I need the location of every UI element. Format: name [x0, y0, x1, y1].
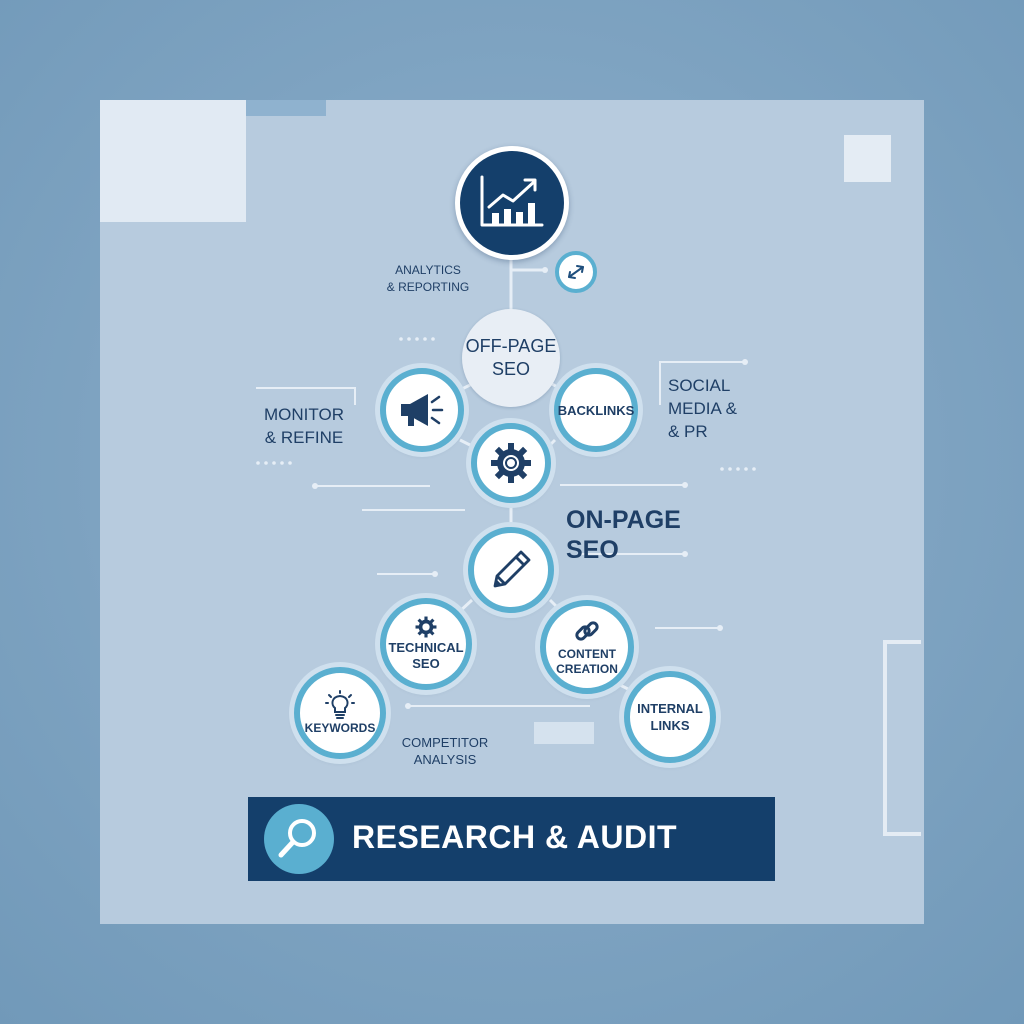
off-page-seo-node[interactable]: OFF-PAGE SEO	[462, 309, 560, 407]
keywords-label: KEYWORDS	[304, 721, 376, 735]
deco-bracket-right	[883, 640, 921, 836]
deco-square-top-right	[844, 135, 891, 182]
megaphone-node[interactable]	[380, 368, 464, 452]
magnifier-icon	[278, 819, 316, 858]
deco-rect-middle	[534, 722, 594, 744]
backlinks-label: BACKLINKS	[557, 402, 635, 418]
research-audit-banner[interactable]: RESEARCH & AUDIT	[248, 797, 775, 881]
competitor-analysis-label: COMPETITOR ANALYSIS	[401, 735, 489, 767]
social-media-pr-label: SOCIAL MEDIA & & PR	[668, 376, 737, 441]
monitor-refine-label: MONITOR & REFINE	[264, 405, 344, 447]
megaphone-icon	[401, 394, 444, 426]
content-creation-node[interactable]: CONTENT CREATION	[540, 600, 634, 694]
lightbulb-icon	[325, 690, 355, 719]
chain-link-icon	[575, 621, 599, 641]
analytics-reporting-label: ANALYTICS & REPORTING	[386, 263, 470, 294]
analytics-node[interactable]	[455, 146, 569, 260]
link-arrows-icon	[568, 265, 584, 279]
deco-square-top-left	[100, 100, 246, 222]
content-creation-label: CONTENT CREATION	[556, 647, 618, 676]
technical-gear-icon	[415, 616, 437, 638]
growth-chart-icon	[480, 175, 544, 227]
backlinks-node[interactable]: BACKLINKS	[554, 368, 638, 452]
off-page-seo-label: OFF-PAGE SEO	[465, 336, 557, 379]
research-audit-title: RESEARCH & AUDIT	[352, 819, 678, 855]
technical-seo-label: TECHNICAL SEO	[388, 640, 464, 671]
keywords-node[interactable]: KEYWORDS	[294, 667, 386, 759]
link-node[interactable]	[555, 251, 597, 293]
internal-links-label: INTERNAL LINKS	[637, 701, 703, 733]
gear-node[interactable]	[471, 423, 551, 503]
pencil-node[interactable]	[468, 527, 554, 613]
gear-icon	[491, 443, 531, 483]
pencil-icon	[493, 550, 531, 588]
internal-links-node[interactable]: INTERNAL LINKS	[624, 671, 716, 763]
magnifier-button[interactable]	[264, 804, 334, 874]
deco-bar-top	[246, 100, 326, 116]
technical-seo-node[interactable]: TECHNICAL SEO	[380, 598, 472, 690]
on-page-seo-label: ON-PAGE SEO	[566, 506, 681, 564]
